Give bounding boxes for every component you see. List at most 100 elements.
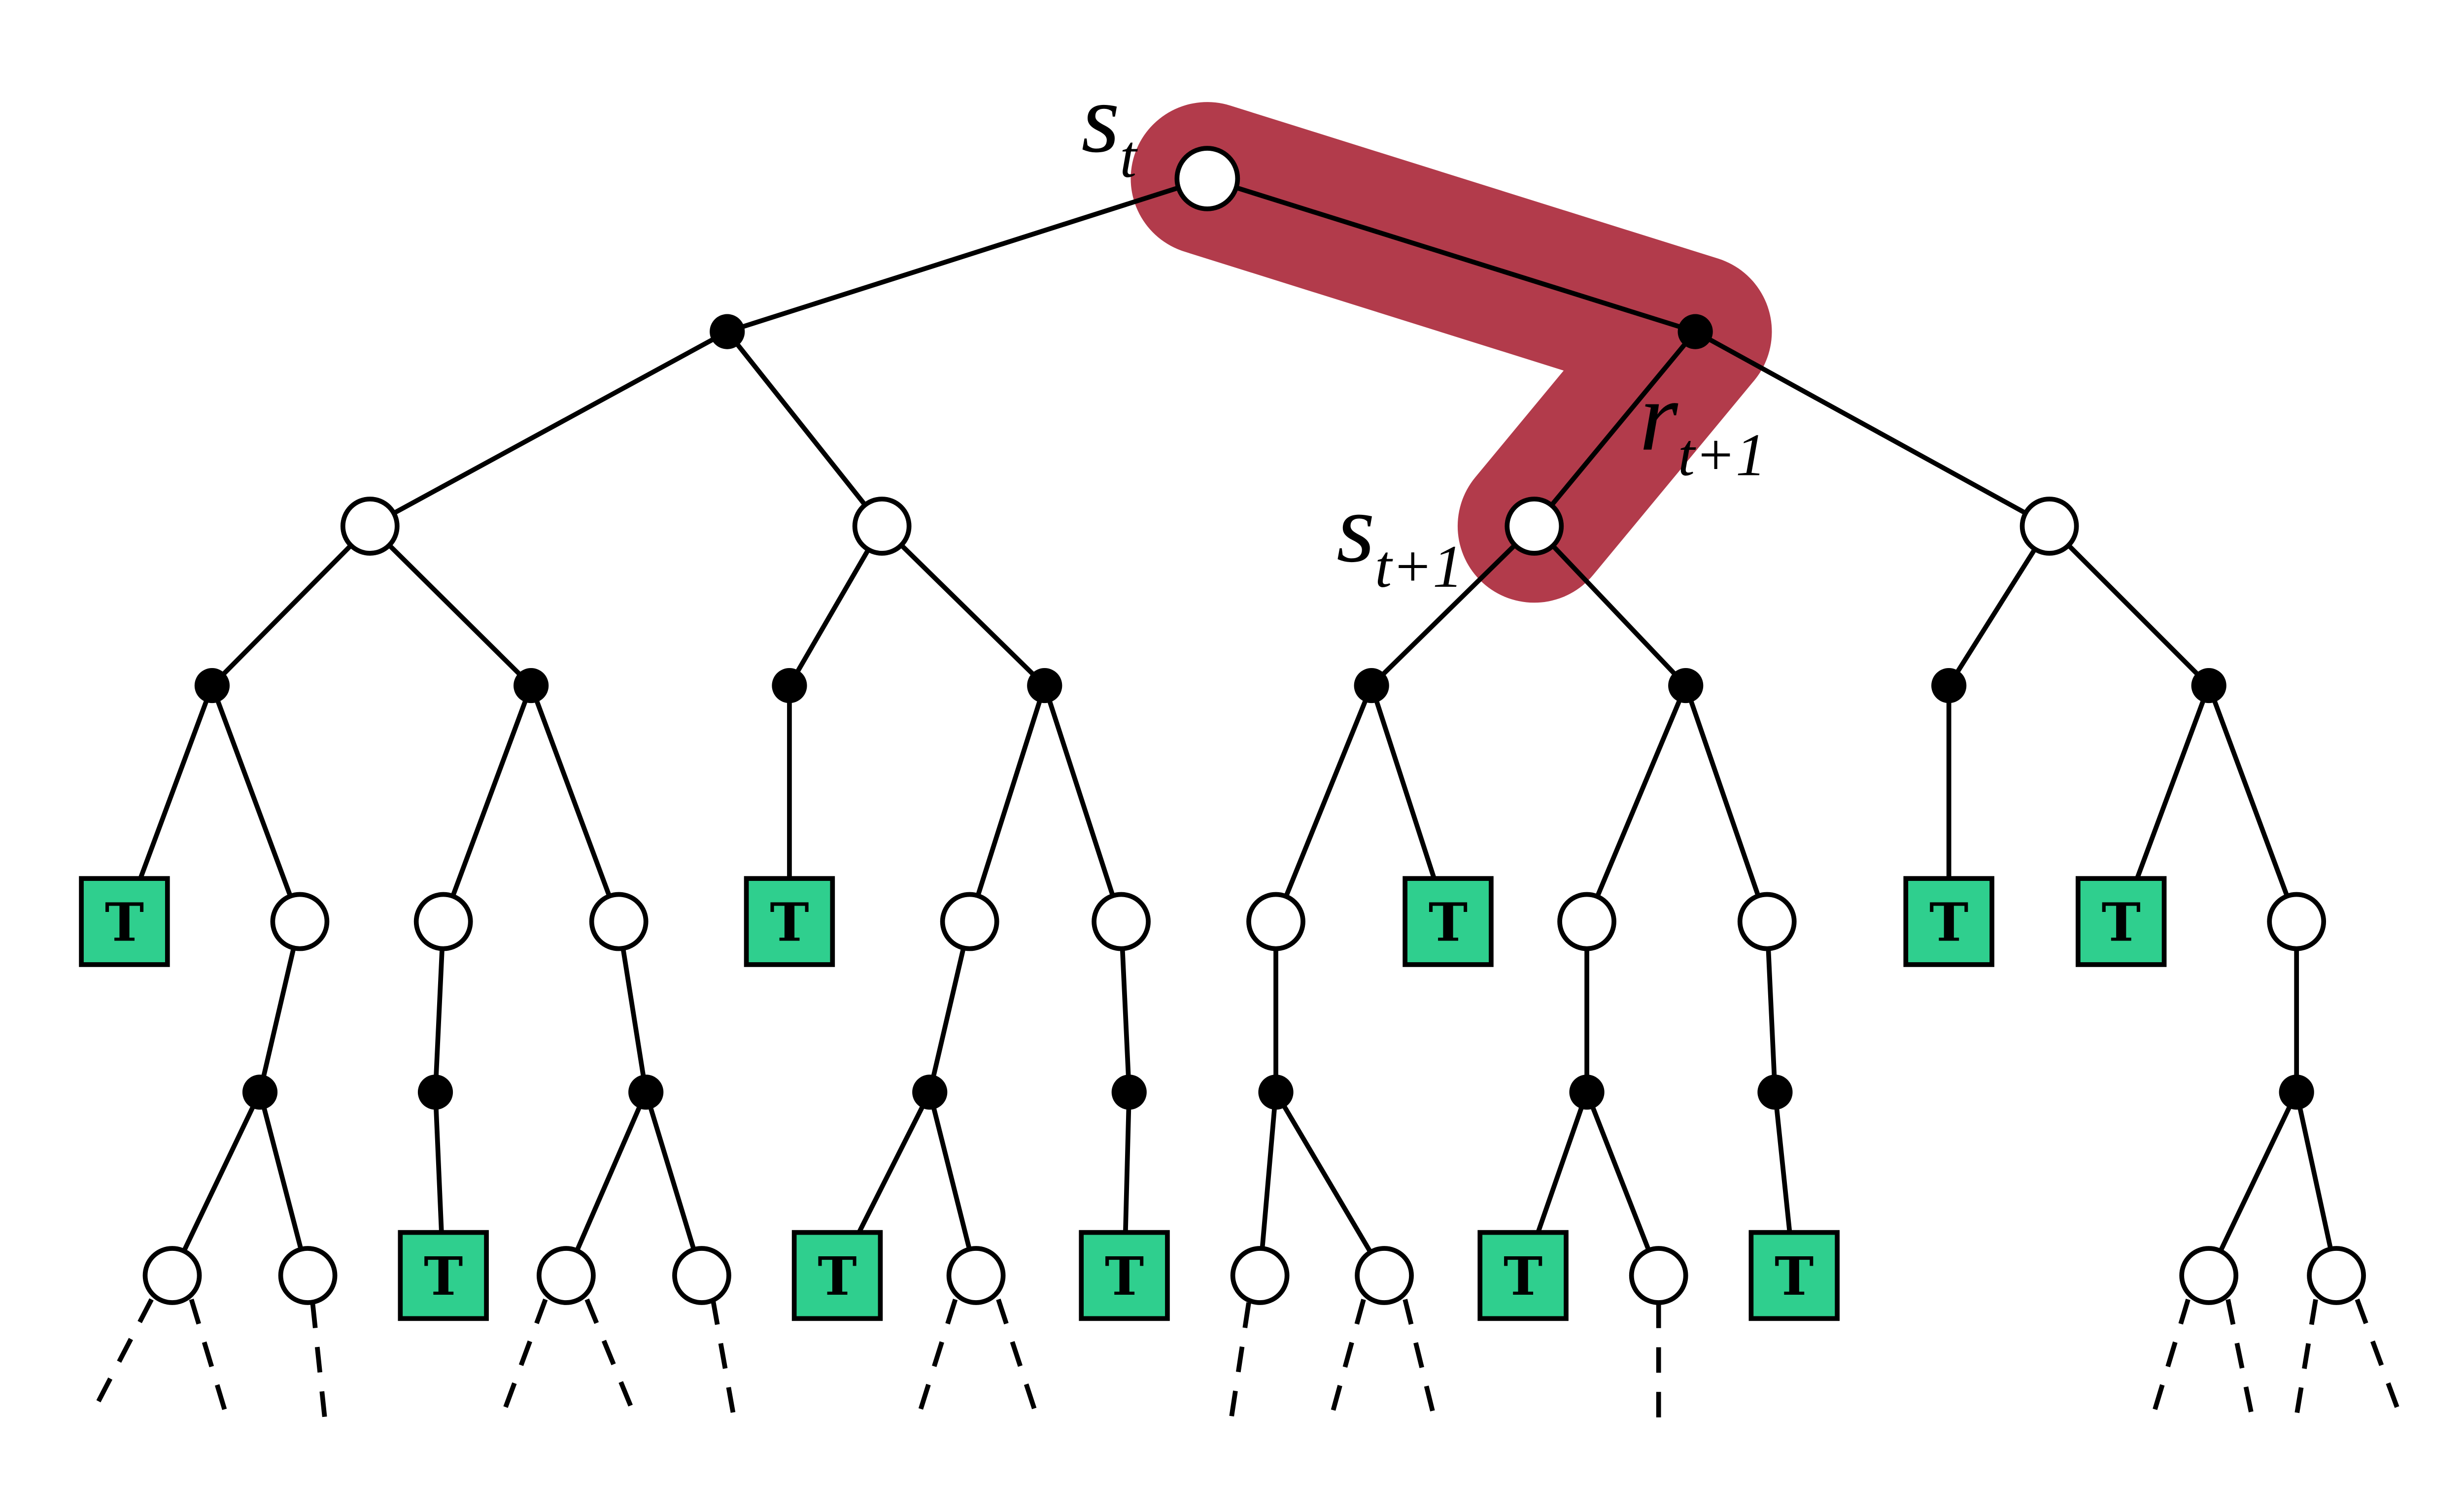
dashed-continuation: [189, 1299, 229, 1417]
tree-edge: [1273, 1091, 1387, 1277]
state-node: [270, 892, 330, 951]
action-node: [710, 314, 745, 349]
tree-edge: [644, 1091, 704, 1276]
terminal-node: T: [1748, 1230, 1840, 1321]
tree-edge: [441, 684, 534, 923]
tree-edge: [1257, 1092, 1278, 1276]
tree-edge: [726, 176, 1208, 334]
action-node: [194, 668, 230, 704]
tree-edge: [564, 1091, 649, 1276]
terminal-node: T: [79, 876, 170, 967]
state-node: [1557, 892, 1616, 951]
action-node: [1757, 1074, 1793, 1110]
state-node: [340, 497, 400, 556]
action-node: [1354, 668, 1389, 704]
label-s-t1: st+1: [1336, 473, 1463, 600]
tree-edge: [967, 685, 1047, 923]
state-node: [2179, 1246, 2239, 1305]
state-node: [940, 892, 999, 951]
tree-edge: [2206, 1091, 2299, 1277]
action-node: [1931, 668, 1967, 704]
dashed-continuation: [1229, 1302, 1251, 1419]
dashed-continuation: [1329, 1299, 1366, 1417]
terminal-node: T: [398, 1230, 489, 1321]
state-node: [852, 497, 912, 556]
action-node: [912, 1074, 948, 1110]
tree-edge: [529, 684, 621, 923]
state-node: [1737, 892, 1797, 951]
tree-edge: [1947, 525, 2052, 687]
terminal-node: T: [1079, 1230, 1170, 1321]
terminal-label: T: [1105, 1246, 1144, 1308]
action-node: [417, 1074, 453, 1110]
tree-edge: [1369, 524, 1536, 688]
state-node: [1174, 146, 1240, 211]
state-node: [1355, 1246, 1414, 1305]
state-node: [1092, 892, 1151, 951]
tree-edge: [725, 330, 884, 528]
state-node: [946, 1246, 1006, 1305]
action-node: [772, 668, 807, 704]
terminal-node: T: [791, 1230, 883, 1321]
dashed-continuation: [584, 1298, 637, 1417]
dashed-continuation: [500, 1298, 548, 1417]
dashed-continuation: [1403, 1299, 1437, 1416]
terminal-label: T: [1775, 1246, 1814, 1308]
terminal-node: T: [2075, 876, 2167, 967]
action-node: [513, 668, 549, 704]
tree-edge: [1532, 524, 1688, 687]
dashed-continuation: [2294, 1299, 2318, 1416]
dashed-continuation: [916, 1299, 958, 1417]
tree-edge: [2206, 684, 2299, 923]
terminal-node: T: [744, 876, 835, 967]
action-node: [628, 1074, 664, 1110]
tree-edge: [257, 1091, 310, 1276]
action-node: [1569, 1074, 1605, 1110]
tree-edge: [170, 1091, 262, 1277]
state-node: [1629, 1246, 1688, 1305]
state-node: [1246, 892, 1305, 951]
tree-edge: [1694, 329, 2051, 529]
tree-edge: [2048, 524, 2211, 688]
dashed-continuation: [2151, 1299, 2190, 1417]
label-s-t: st: [1081, 64, 1138, 190]
terminal-label: T: [1429, 892, 1468, 953]
terminal-node: T: [1903, 876, 1994, 967]
terminal-label: T: [770, 892, 809, 953]
state-node: [2307, 1246, 2366, 1305]
action-node: [1027, 668, 1062, 704]
tree-edge: [1584, 1091, 1661, 1276]
state-node: [413, 892, 473, 951]
action-node: [242, 1074, 278, 1110]
state-node: [1505, 497, 1564, 556]
dashed-continuation: [996, 1299, 1039, 1417]
dashed-continuation: [89, 1298, 154, 1417]
tree-edge: [927, 1091, 979, 1276]
dashed-continuation: [310, 1302, 328, 1424]
tree-edge: [368, 524, 533, 688]
terminal-label: T: [818, 1246, 856, 1308]
action-node: [2279, 1074, 2314, 1110]
action-node: [1668, 668, 1704, 704]
tree-edge: [880, 524, 1047, 688]
highlighted-transition-path: [1130, 102, 1772, 603]
tree-edge: [209, 684, 302, 923]
state-node: [278, 1246, 338, 1305]
state-node: [1230, 1246, 1290, 1305]
tree-edge: [2294, 1091, 2339, 1276]
terminal-label: T: [1504, 1246, 1542, 1308]
terminal-node: T: [1477, 1230, 1569, 1321]
action-node: [2191, 668, 2226, 704]
state-node: [536, 1246, 596, 1305]
dashed-continuation: [2225, 1299, 2255, 1416]
terminal-label: T: [105, 892, 144, 953]
state-node: [589, 892, 649, 951]
tree-edge: [1532, 330, 1697, 528]
terminal-label: T: [2101, 892, 2140, 953]
state-node: [2019, 497, 2079, 556]
tree-edge: [1683, 685, 1770, 923]
tree-edge: [210, 524, 372, 687]
tree-edge: [1584, 684, 1688, 923]
state-node: [672, 1246, 731, 1305]
